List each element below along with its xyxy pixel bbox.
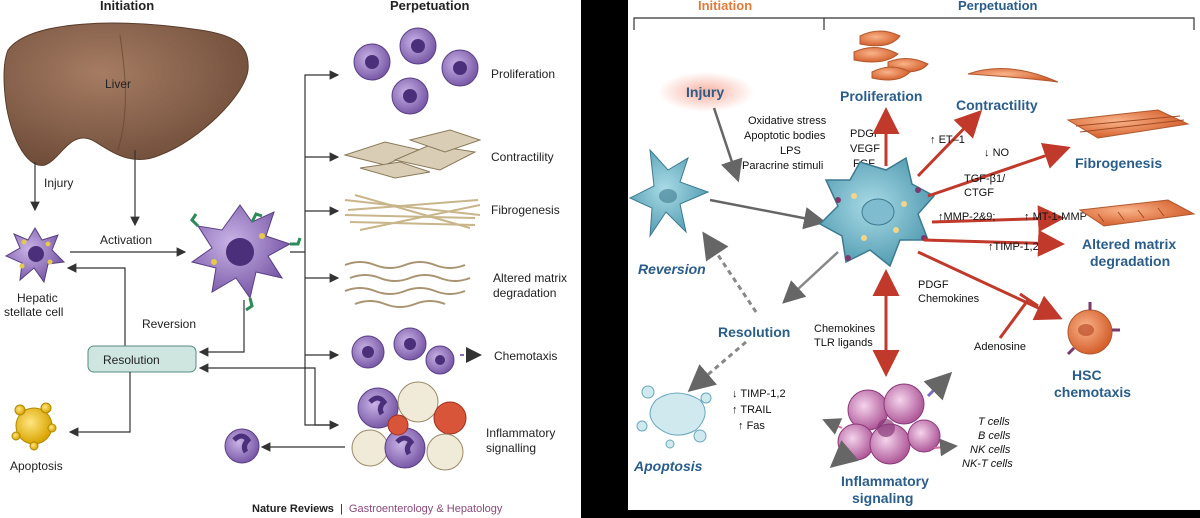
credit-line: Nature Reviews | Gastroenterology & Hepa…: [252, 503, 503, 515]
left-diagram-panel: Initiation Perpetuation Liver Injury Act…: [0, 0, 581, 518]
right-contractility-label: Contractility: [956, 97, 1038, 113]
inflammatory-label-line1: Inflammatory: [486, 426, 555, 440]
mmp-label: ↑MMP-2&9;: [938, 211, 995, 223]
no-label: ↓ NO: [984, 147, 1010, 159]
credit-section: Gastroenterology & Hepatology: [349, 503, 503, 515]
credit-journal: Nature Reviews: [252, 503, 334, 515]
lymphocyte-2: NK cells: [970, 444, 1011, 456]
hepatic-stellate-cell: [4, 227, 66, 284]
activated-stellate-cell: [190, 204, 302, 312]
timp-label: ↑TIMP-1,2: [988, 241, 1039, 253]
pdgf-chemo-line2: Chemokines: [918, 293, 980, 305]
fibrogenesis-label: Fibrogenesis: [491, 203, 560, 217]
contractility-cell-right: [967, 68, 1059, 83]
stimulus-0: Oxidative stress: [748, 115, 827, 127]
mt1mmp-text: MT-1-MMP: [1033, 211, 1087, 223]
inflammatory-label-line2: signalling: [486, 441, 536, 455]
hsc-label-line1: Hepatic: [17, 291, 58, 305]
right-inflam-label-line2: signaling: [852, 490, 913, 506]
activation-label: Activation: [100, 233, 152, 247]
mt1mmp-label: ↑ MT-1-MMP: [1024, 211, 1087, 223]
apoptotic-cell-right: [636, 385, 712, 449]
credit-separator: |: [340, 503, 343, 515]
left-header-initiation: Initiation: [100, 0, 154, 13]
fibrogenesis-fibers-right: [1066, 109, 1190, 139]
chemotaxis-cells: [351, 327, 482, 375]
right-hsc-label-line1: HSC: [1072, 367, 1102, 383]
no-text: NO: [993, 147, 1010, 159]
chemokines-line1: Chemokines: [814, 323, 876, 335]
proliferation-label: Proliferation: [491, 67, 555, 81]
right-reversion-label: Reversion: [638, 261, 706, 277]
hsc-chemotaxis-cell: [1066, 302, 1120, 356]
pdgf-chemo-line1: PDGF: [918, 279, 949, 291]
apoptotic-cell: [11, 402, 57, 451]
tgf-line1: TGF-β1/: [964, 173, 1006, 185]
stimulus-2: LPS: [780, 145, 801, 157]
adenosine-label: Adenosine: [974, 341, 1026, 353]
right-fibrogenesis-label: Fibrogenesis: [1075, 155, 1162, 171]
right-resolution-label: Resolution: [718, 324, 790, 340]
altered-matrix-label-line2: degradation: [493, 286, 556, 300]
inflammatory-cells-right: [822, 371, 958, 468]
right-altered-label-line2: degradation: [1090, 253, 1170, 269]
left-diagram-svg: Initiation Perpetuation Liver Injury Act…: [3, 0, 567, 515]
altered-matrix-label-line1: Altered matrix: [493, 271, 567, 285]
hsc-label-line2: stellate cell: [4, 305, 63, 319]
apoptosis-factor-1-text: TRAIL: [740, 404, 771, 416]
neutrophil-cell: [224, 428, 260, 464]
chemotaxis-label: Chemotaxis: [494, 349, 557, 363]
mmp-text: MMP-2&9;: [944, 211, 996, 223]
right-apoptosis-label: Apoptosis: [633, 458, 703, 474]
reversion-label: Reversion: [142, 317, 196, 331]
proliferation-cells-right: [853, 30, 929, 81]
liver-illustration: [3, 22, 249, 166]
et1-text: ET–1: [939, 134, 965, 146]
altered-matrix-fibers: [344, 261, 471, 308]
fibrogenesis-fibers: [344, 194, 481, 231]
injury-glow: [658, 72, 754, 112]
tgf-line2: CTGF: [964, 187, 994, 199]
chemokines-line2: TLR ligands: [814, 337, 873, 349]
right-altered-label-line1: Altered matrix: [1082, 236, 1176, 252]
resolution-box: [87, 345, 197, 373]
activated-hsc: [818, 156, 936, 268]
right-header-initiation: Initiation: [698, 0, 752, 13]
right-proliferation-label: Proliferation: [840, 88, 922, 104]
growth-factor-0: PDGF: [850, 128, 881, 140]
stimulus-1: Apoptotic bodies: [744, 130, 826, 142]
contractility-cells: [343, 129, 482, 179]
right-injury-label: Injury: [686, 84, 724, 100]
apoptosis-factor-0: ↓ TIMP-1,2: [732, 388, 786, 400]
lymphocyte-0: T cells: [978, 416, 1010, 428]
stimulus-3: Paracrine stimuli: [742, 160, 823, 172]
growth-factor-1: VEGF: [850, 143, 880, 155]
reversion-cell: [628, 148, 710, 238]
contractility-label: Contractility: [491, 150, 554, 164]
right-hsc-label-line2: chemotaxis: [1054, 384, 1131, 400]
timp-text: TIMP-1,2: [994, 241, 1039, 253]
apoptosis-factor-2-text: Fas: [747, 420, 766, 432]
liver-label: Liver: [105, 77, 131, 91]
injury-label: Injury: [44, 176, 73, 190]
right-header-perpetuation: Perpetuation: [958, 0, 1038, 13]
altered-matrix-fibers-right: [1078, 199, 1196, 227]
apoptosis-label: Apoptosis: [10, 459, 63, 473]
lymphocyte-3: NK-T cells: [962, 458, 1013, 470]
et1-label: ↑ ET–1: [930, 134, 965, 146]
apoptosis-factor-2: ↑ Fas: [738, 420, 765, 432]
proliferation-cells: [353, 27, 479, 115]
apoptosis-factor-1: ↑ TRAIL: [732, 404, 772, 416]
right-diagram-panel: Initiation Perpetuation Injury Oxidative…: [628, 0, 1200, 510]
resolution-label: Resolution: [103, 353, 160, 367]
left-header-perpetuation: Perpetuation: [390, 0, 470, 13]
right-inflam-label-line1: Inflammatory: [841, 473, 929, 489]
apoptosis-factor-0-text: TIMP-1,2: [740, 388, 785, 400]
inflammatory-cells: [351, 381, 467, 471]
lymphocyte-1: B cells: [978, 430, 1011, 442]
right-diagram-svg: Initiation Perpetuation Injury Oxidative…: [628, 0, 1196, 506]
